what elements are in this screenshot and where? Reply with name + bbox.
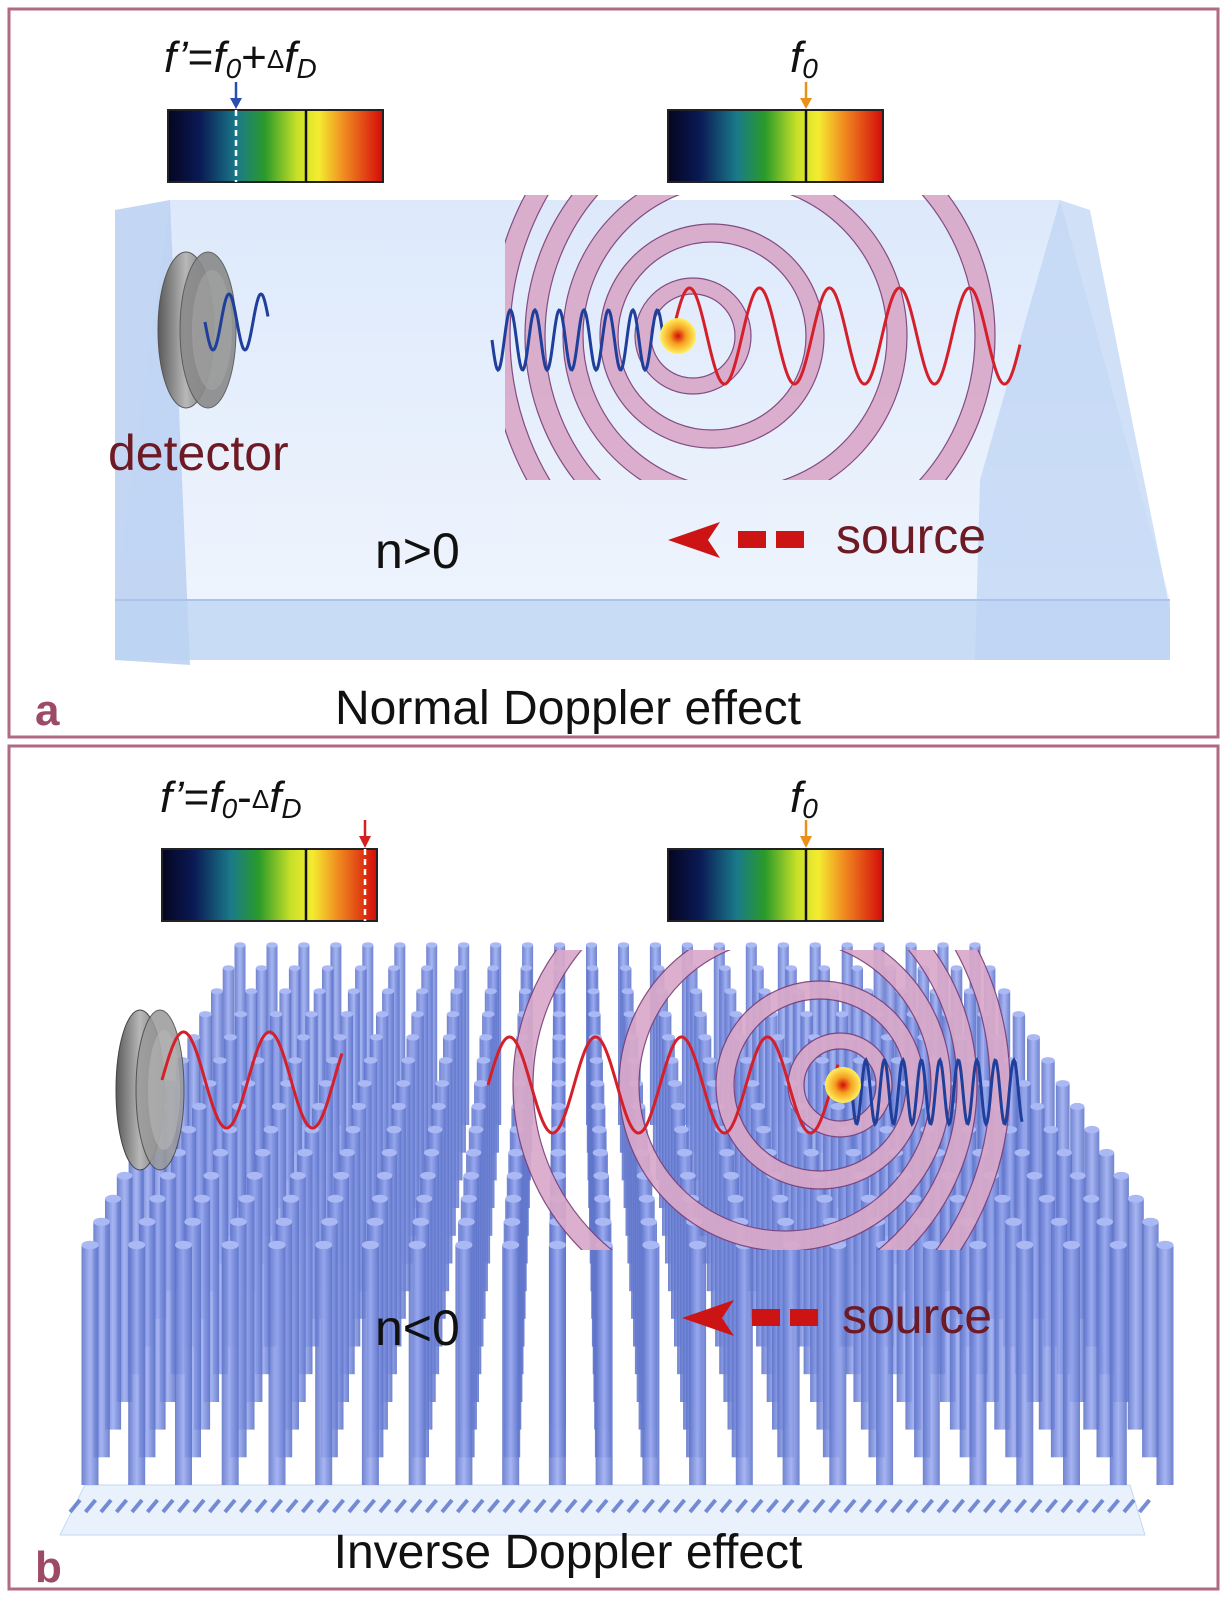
panel-letter: b bbox=[35, 1543, 62, 1592]
source-label: source bbox=[836, 508, 986, 564]
metamaterial-pillar bbox=[408, 1240, 426, 1485]
compressed-wave bbox=[490, 307, 666, 373]
metamaterial-pillar bbox=[595, 1240, 613, 1485]
metamaterial-pillar bbox=[1083, 1194, 1100, 1430]
frequency-marker-arrow-icon bbox=[359, 820, 371, 848]
metamaterial-pillar bbox=[1142, 1217, 1159, 1458]
metamaterial-pillar bbox=[362, 942, 374, 1125]
metamaterial-pillar bbox=[268, 1240, 286, 1485]
metamaterial-pillar bbox=[81, 1240, 99, 1485]
frequency-marker-arrow-icon bbox=[230, 82, 242, 109]
detected-wave bbox=[203, 292, 270, 352]
metamaterial-pillar bbox=[1063, 1240, 1080, 1485]
detector-frequency-formula: f’=f0+ΔfD bbox=[164, 33, 317, 84]
metamaterial-pillar bbox=[689, 1240, 707, 1485]
metamaterial-pillar bbox=[745, 942, 757, 1125]
source-dot-icon bbox=[660, 318, 696, 354]
panel-letter: a bbox=[35, 686, 60, 735]
metamaterial-pillar bbox=[1156, 1240, 1174, 1485]
metamaterial-pillar bbox=[175, 1240, 192, 1485]
metamaterial-pillar bbox=[347, 988, 360, 1181]
panel-a-scene bbox=[115, 195, 1170, 665]
wavefront-ring bbox=[599, 223, 825, 449]
detector-disk-icon bbox=[115, 1009, 185, 1171]
wavefront-ring bbox=[618, 950, 952, 1250]
substrate bbox=[59, 1484, 1146, 1536]
panel-caption: Inverse Doppler effect bbox=[334, 1526, 803, 1579]
metamaterial-pillar bbox=[502, 1240, 520, 1485]
detected-wave bbox=[160, 1030, 344, 1130]
frequency-marker-arrow-icon bbox=[800, 82, 812, 109]
detector-spectrum-bar bbox=[161, 848, 378, 922]
compressed-wave bbox=[850, 1056, 1024, 1128]
source-label: source bbox=[842, 1288, 992, 1344]
panel-caption: Normal Doppler effect bbox=[335, 682, 801, 735]
wavefront-ring bbox=[512, 950, 978, 1250]
detector-disk-icon bbox=[157, 251, 237, 409]
source-spectrum-bar bbox=[667, 848, 884, 922]
metamaterial-pillar bbox=[1016, 1240, 1034, 1485]
source-spectrum-bar bbox=[667, 109, 884, 183]
wavefront-ring bbox=[524, 195, 996, 480]
metamaterial-pillar bbox=[829, 1240, 847, 1485]
metamaterial-pillar bbox=[782, 1240, 800, 1485]
slab-front bbox=[115, 600, 1170, 660]
metamaterial-pillar bbox=[642, 1240, 660, 1485]
metamaterial-pillar bbox=[394, 942, 406, 1125]
metamaterial-pillar bbox=[315, 1240, 333, 1485]
metamaterial-pillar bbox=[777, 942, 789, 1125]
stretched-wave bbox=[670, 286, 1022, 386]
arrow-left-icon bbox=[682, 1300, 818, 1336]
detector-label: detector bbox=[108, 425, 289, 481]
medium-index-label: n>0 bbox=[375, 523, 460, 579]
metamaterial-pillar bbox=[128, 1240, 146, 1485]
arrow-left-icon bbox=[668, 522, 804, 558]
metamaterial-pillar bbox=[455, 1240, 473, 1485]
metamaterial-pillar bbox=[969, 1240, 987, 1485]
metamaterial-pillar bbox=[876, 1240, 894, 1485]
metamaterial-pillar bbox=[735, 1240, 753, 1485]
metamaterial-pillar bbox=[548, 1240, 566, 1485]
stretched-wave bbox=[486, 1035, 840, 1135]
metamaterial-pillar bbox=[752, 965, 764, 1153]
medium-index-label: n<0 bbox=[375, 1300, 460, 1356]
metamaterial-pillar bbox=[355, 965, 367, 1153]
frequency-marker-arrow-icon bbox=[800, 820, 812, 848]
wavefront-ring bbox=[562, 195, 908, 480]
panel-b-scene bbox=[59, 942, 1174, 1536]
metamaterial-pillar bbox=[1127, 1194, 1144, 1430]
metamaterial-pillar bbox=[922, 1240, 940, 1485]
metamaterial-pillar bbox=[361, 1240, 379, 1485]
substrate-pattern bbox=[68, 1498, 1152, 1514]
wavefront-ring bbox=[634, 277, 752, 395]
metamaterial-pillar bbox=[1096, 1217, 1114, 1458]
metamaterial-pillar bbox=[1109, 1240, 1127, 1485]
detector-spectrum-bar bbox=[167, 109, 384, 183]
metamaterial-pillar bbox=[1038, 1194, 1055, 1430]
source-dot-icon bbox=[825, 1067, 861, 1103]
wavefront-rings bbox=[505, 195, 1005, 480]
metamaterial-pillar bbox=[221, 1240, 239, 1485]
slab-right-edge bbox=[975, 200, 1170, 660]
metamaterial-pillar bbox=[758, 988, 771, 1181]
